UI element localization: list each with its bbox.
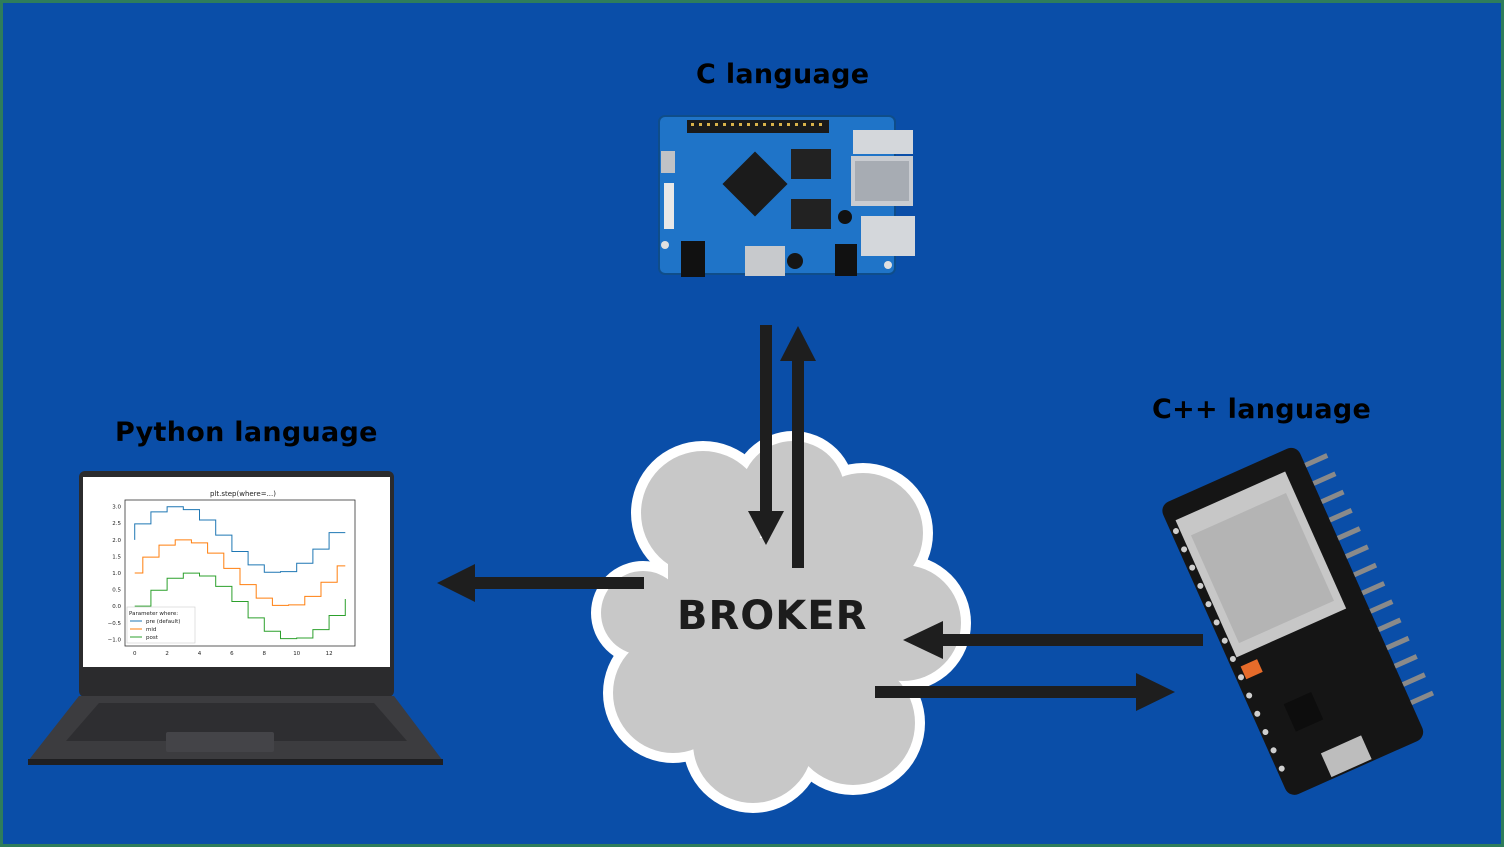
python-language-label: Python language (115, 417, 378, 448)
arrow-broker-to-python (437, 564, 644, 602)
cpp-language-label: C++ language (1152, 394, 1372, 425)
x-tick-labels: 0 2 4 6 8 10 12 (133, 651, 333, 657)
broker-label: BROKER (677, 593, 868, 639)
y-tick-label: −1.0 (108, 637, 122, 643)
esp32-board-image (1162, 447, 1435, 795)
y-tick-label: 1.0 (112, 571, 121, 577)
arrow-cpp-to-broker (903, 621, 1203, 659)
x-tick-label: 8 (263, 651, 267, 657)
arrow-c-to-broker (748, 325, 784, 545)
legend-label: pre (default) (146, 619, 180, 625)
orange-pi-board-image (658, 115, 915, 277)
legend-title: Parameter where: (129, 611, 178, 617)
step-line (134, 539, 346, 606)
x-tick-label: 12 (326, 651, 333, 657)
y-tick-labels: 3.0 2.5 2.0 1.5 1.0 0.5 0.0 −0.5 −1.0 (108, 505, 122, 644)
y-tick-label: −0.5 (108, 621, 122, 627)
y-tick-label: 2.0 (112, 538, 121, 544)
c-language-label: C language (696, 59, 870, 90)
y-tick-label: 2.5 (112, 521, 121, 527)
legend-label: post (146, 635, 159, 641)
x-tick-label: 2 (165, 651, 169, 657)
step-line (134, 572, 346, 640)
y-tick-label: 0.0 (112, 604, 121, 610)
y-tick-label: 0.5 (112, 588, 121, 594)
legend-label: mid (146, 627, 156, 633)
diagram-graphics (28, 115, 1435, 813)
arrow-broker-to-cpp (875, 673, 1175, 711)
x-tick-label: 4 (198, 651, 202, 657)
x-tick-label: 0 (133, 651, 137, 657)
x-tick-label: 10 (293, 651, 300, 657)
chart-legend: Parameter where: pre (default) mid post (126, 606, 196, 644)
step-line (134, 506, 346, 573)
chart-title: plt.step(where=...) (210, 490, 276, 498)
arrow-broker-to-c (780, 326, 816, 568)
laptop-screen: plt.step(where=...) 3.0 2.5 2.0 1.5 1.0 0.5 0.… (83, 477, 390, 667)
step-series (134, 506, 346, 640)
x-tick-label: 6 (230, 651, 234, 657)
y-tick-label: 3.0 (112, 505, 121, 511)
y-tick-label: 1.5 (112, 554, 121, 560)
